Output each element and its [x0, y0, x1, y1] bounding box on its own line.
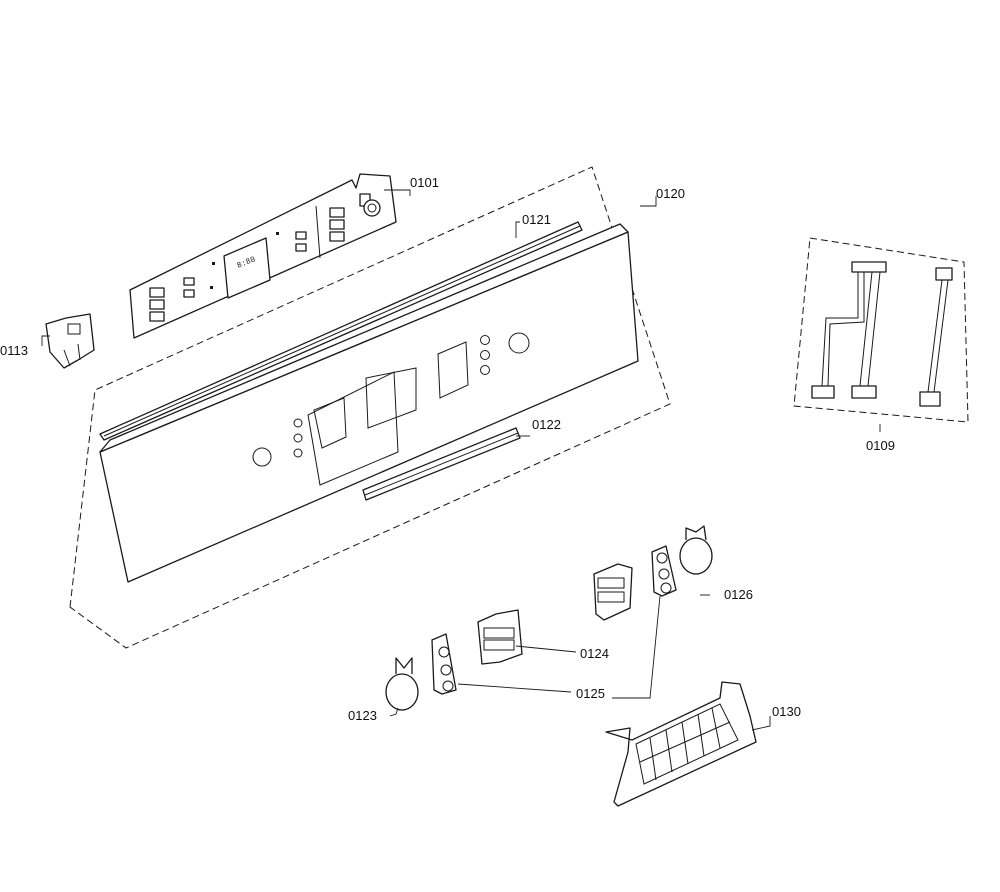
connector-bracket: [45, 313, 95, 369]
handle-strip: [362, 427, 521, 501]
panel-assembly-boundary: [69, 166, 671, 649]
control-panel-fascia: [99, 223, 639, 583]
button-set-0124: [477, 563, 633, 665]
label-0124: 0124: [580, 646, 609, 661]
label-0123: 0123: [348, 708, 377, 723]
control-module-pcb: 8:88: [129, 173, 397, 339]
label-0130: 0130: [772, 704, 801, 719]
leader-lines: [41, 189, 881, 731]
label-0109: 0109: [866, 438, 895, 453]
switch-housing-bracket: [605, 681, 757, 807]
button-frame-0125: [431, 545, 677, 695]
label-0126: 0126: [724, 587, 753, 602]
label-0121: 0121: [522, 212, 551, 227]
label-0120: 0120: [656, 186, 685, 201]
label-0122: 0122: [532, 417, 561, 432]
wiring-harness-set: [793, 237, 969, 423]
knob-0126: [679, 525, 713, 575]
label-0113: 0113: [0, 343, 28, 358]
trim-strip: [99, 221, 583, 441]
label-0125: 0125: [576, 686, 605, 701]
knob-0123: [385, 657, 419, 711]
label-0101: 0101: [410, 175, 439, 190]
